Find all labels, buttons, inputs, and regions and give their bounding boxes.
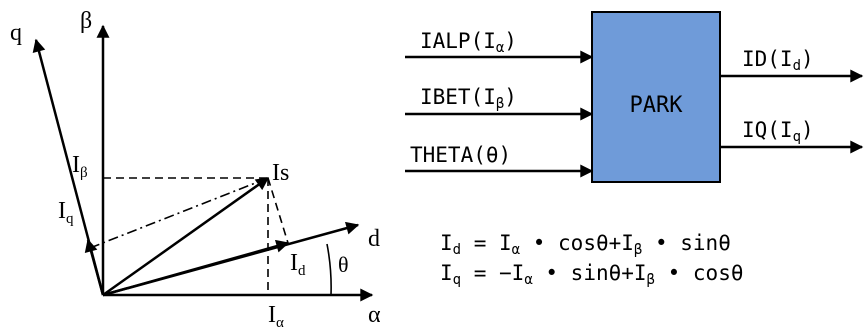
q-projection [89, 177, 269, 249]
equation-id: Id = Iα • cosθ+Iβ • sinθ [440, 231, 731, 258]
id-vector [102, 239, 290, 297]
input-label-theta: THETA(θ) [410, 143, 511, 167]
park-equations: Id = Iα • cosθ+Iβ • sinθ Iq = −Iα • sinθ… [440, 231, 744, 288]
iq-vector [84, 238, 105, 296]
d-axis-label: d [368, 226, 380, 252]
input-label-ialp: IALP(Iα) [420, 29, 517, 56]
is-vector [102, 176, 270, 297]
i-q-label: Iq [58, 198, 74, 227]
is-label: Is [272, 160, 289, 186]
beta-axis-label: β [80, 8, 92, 34]
q-axis-label: q [10, 20, 22, 46]
output-label-id: ID(Id) [742, 47, 814, 74]
i-alpha-label: Iα [268, 302, 284, 327]
i-beta-label: Iβ [72, 152, 88, 181]
theta-label: θ [338, 252, 349, 277]
equation-iq: Iq = −Iα • sinθ+Iβ • cosθ [440, 261, 744, 288]
park-block [591, 11, 721, 183]
vector-diagram: q β d α Iβ Is Iq Id θ Iα [10, 8, 381, 327]
i-d-label: Id [290, 250, 306, 279]
park-block-label: PARK [630, 93, 684, 118]
output-label-iq: IQ(Iq) [742, 118, 814, 145]
theta-arc [326, 243, 332, 296]
alpha-axis-label: α [368, 302, 381, 327]
park-block-diagram: PARK IALP(Iα) IBET(Iβ) THETA(θ) ID(Id) I… [405, 11, 864, 183]
input-label-ibet: IBET(Iβ) [420, 85, 517, 112]
d-projection [267, 177, 289, 244]
